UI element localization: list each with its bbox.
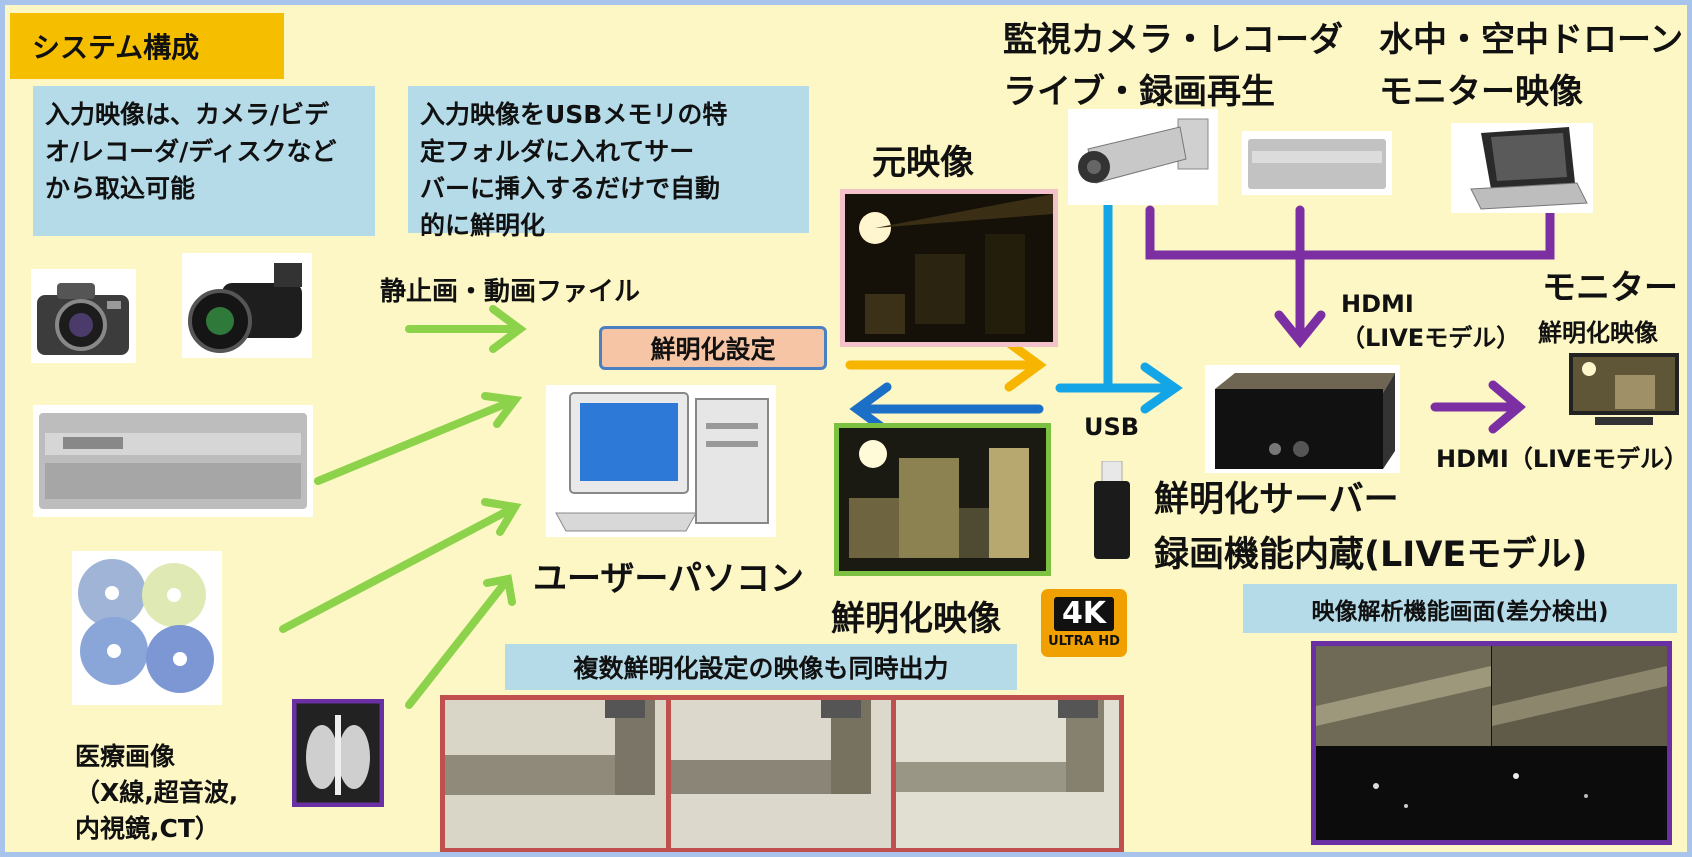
note-usb-auto: 入力映像をUSBメモリの特 定フォルダに入れてサー バーに挿入するだけで自動 的… [408,86,809,240]
hdmi-out-label: HDMI（LIVEモデル） [1436,445,1689,473]
user-pc-icon [546,385,776,537]
monitor-icon [1569,353,1679,425]
digital-camera-icon [31,269,136,363]
arrow-disc-to-pc [279,503,519,633]
video-camera-icon [182,253,312,358]
enhanced-video-image [834,423,1051,576]
multi-output-image-2 [671,700,891,848]
user-pc-label: ユーザーパソコン [533,559,804,599]
multi-output-label: 複数鮮明化設定の映像も同時出力 [505,644,1017,690]
still-video-label: 静止画・動画ファイル [380,277,641,307]
arrow-recorder-to-pc [314,396,519,485]
medical-label: 医療画像 （X線,超音波, 内視鏡,CT） [75,742,239,843]
page-title: システム構成 [10,13,284,79]
hdmi-top-text: HDMI [1341,290,1414,318]
analysis-label: 映像解析機能画面(差分検出) [1243,584,1677,633]
original-video-image [840,189,1058,347]
monitor-label: モニター [1542,268,1678,308]
hdmi-lines [1145,205,1555,434]
laptop-icon [1451,123,1593,213]
drone-label: 水中・空中ドローン モニター映像 [1379,20,1684,112]
recorder-small-icon [1242,131,1392,195]
monitor-enhanced-label: 鮮明化映像 [1538,319,1658,347]
ultra-hd-text: ULTRA HD [1048,634,1120,649]
arrow-xray-to-pc [405,575,512,709]
4k-text: 4K [1053,597,1115,631]
enhance-setting-button[interactable]: 鮮明化設定 [599,326,827,370]
usb-label: USB [1084,413,1140,441]
camera-recorder-label: 監視カメラ・レコーダ ライブ・録画再生 [1003,20,1343,112]
multi-output-image-1 [445,700,666,848]
enhance-server-icon [1205,365,1400,473]
usb-memory-icon [1094,461,1130,559]
multi-output-panel [440,695,1124,852]
usb-line [1055,200,1183,414]
multi-output-image-3 [896,700,1119,848]
4k-ultra-hd-badge: 4K ULTRA HD [1041,589,1127,657]
surveillance-camera-icon [1068,109,1218,205]
original-label: 元映像 [872,143,974,183]
enhanced-label: 鮮明化映像 [831,599,1001,639]
server-label: 鮮明化サーバー 録画機能内蔵(LIVEモデル) [1154,480,1588,575]
xray-image-icon [292,699,384,807]
recorder-device-icon [33,405,313,517]
hdmi-top-label: HDMI （LIVEモデル） [1341,287,1520,355]
note-input-sources: 入力映像は、カメラ/ビデ オ/レコーダ/ディスクなど から取込可能 [33,86,375,236]
disc-stack-icon [72,551,222,705]
connection-lines [279,200,1555,709]
hdmi-top-model-text: （LIVEモデル） [1341,324,1521,352]
arrow-pc-to-original [845,338,1047,392]
analysis-image [1311,641,1672,845]
